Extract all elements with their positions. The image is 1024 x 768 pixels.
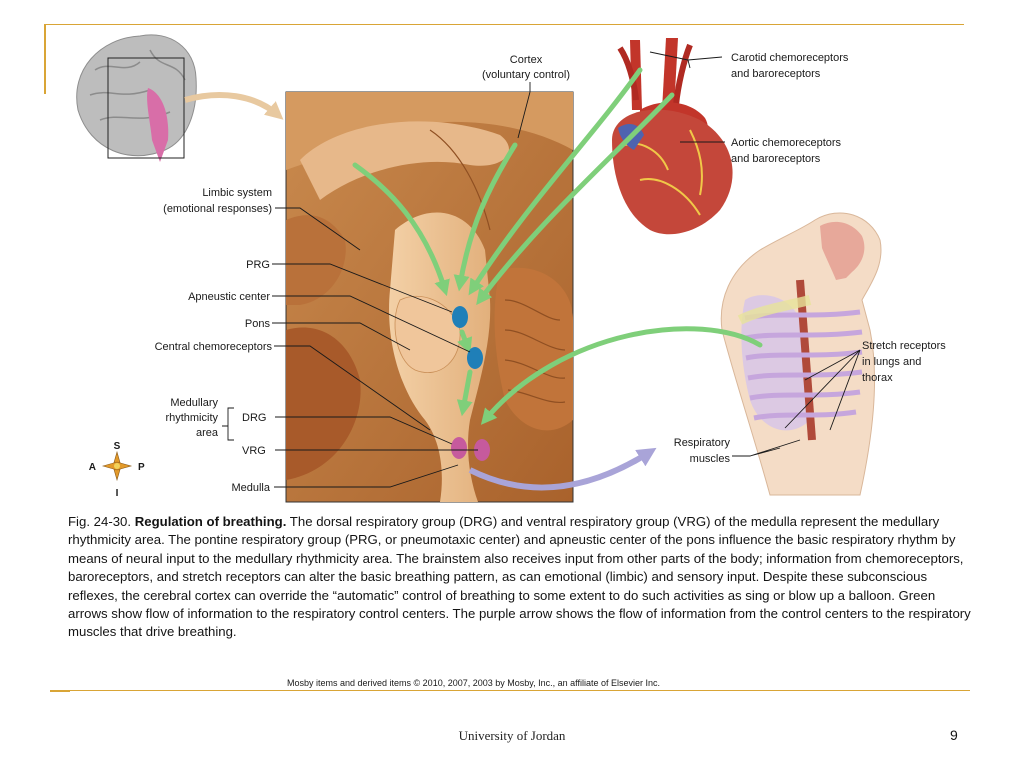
figure-caption: Fig. 24-30. Regulation of breathing. The… (68, 513, 973, 642)
cortex-label-line1: Cortex (510, 54, 543, 66)
limbic-label-line2: (emotional responses) (163, 203, 272, 215)
carotid-label-line2: and baroreceptors (731, 68, 821, 80)
compass-i-label: I (116, 488, 119, 499)
medullary-label-line2: rhythmicity (165, 412, 218, 424)
pons-label: Pons (245, 318, 271, 330)
apneustic-node (467, 347, 483, 369)
copyright-credit: Mosby items and derived items © 2010, 20… (287, 678, 660, 688)
medullary-label-line1: Medullary (170, 397, 218, 409)
compass-s-label: S (114, 441, 121, 452)
carotid-label-line1: Carotid chemoreceptors (731, 52, 849, 64)
accent-line-left (44, 24, 46, 94)
vrg-label: VRG (242, 445, 266, 457)
prg-label: PRG (246, 259, 270, 271)
compass-icon (101, 450, 133, 482)
cortex-label-line2: (voluntary control) (482, 69, 570, 81)
arrow-aortic-to-medulla (476, 92, 675, 306)
aortic-label-line1: Aortic chemoreceptors (731, 137, 842, 149)
arrow-carotid-to-medulla (468, 67, 643, 296)
caption-prefix: Fig. 24-30. (68, 514, 135, 529)
brainstem-illustration (285, 91, 574, 503)
stretch-label-line1: Stretch receptors (862, 340, 946, 352)
respiratory-muscles-label-line2: muscles (690, 453, 731, 465)
reference-brain-image (76, 34, 197, 162)
caption-body: The dorsal respiratory group (DRG) and v… (68, 514, 971, 640)
medullary-label-line3: area (196, 427, 219, 439)
medulla-label: Medulla (231, 482, 270, 494)
stretch-label-line2: in lungs and (862, 356, 921, 368)
stretch-label-line3: thorax (862, 372, 893, 384)
central-chemoreceptors-label: Central chemoreceptors (155, 341, 273, 353)
aortic-label-line2: and baroreceptors (731, 153, 821, 165)
caption-title: Regulation of breathing. (134, 514, 287, 529)
arrow-prg-to-apneustic (457, 329, 473, 354)
arrow-limbic-to-prg (352, 162, 450, 297)
arrow-apneustic-to-drg (456, 369, 473, 417)
drg-label: DRG (242, 412, 266, 424)
drg-node (451, 437, 467, 459)
breathing-regulation-figure: Cortex (voluntary control) Carotid chemo… (60, 30, 970, 510)
page-number: 9 (950, 727, 958, 743)
accent-line-bottom (70, 690, 970, 691)
apneustic-label: Apneustic center (188, 291, 270, 303)
leader-lines (222, 51, 861, 488)
torso-illustration (720, 212, 882, 496)
compass-p-label: P (138, 462, 145, 473)
green-input-arrows (352, 67, 763, 425)
accent-line-bottom-left (50, 690, 70, 692)
arrow-cortex-to-prg (453, 142, 518, 292)
accent-line-top (44, 24, 964, 25)
purple-output-arrow (468, 447, 657, 491)
prg-node (452, 306, 468, 328)
vrg-node (474, 439, 490, 461)
limbic-label-line1: Limbic system (202, 187, 272, 199)
respiratory-muscles-label-line1: Respiratory (674, 437, 731, 449)
arrow-lungs-to-medulla (480, 326, 763, 425)
compass-a-label: A (89, 462, 96, 473)
slide-footer: University of Jordan (458, 728, 566, 743)
zoom-arrow (184, 92, 284, 120)
